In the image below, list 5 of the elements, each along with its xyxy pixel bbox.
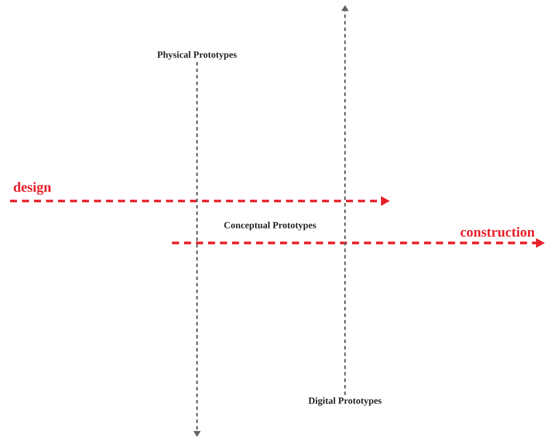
axis-label: Digital Prototypes — [308, 397, 382, 406]
region-label: Conceptual Prototypes — [222, 220, 318, 232]
direction-label: design — [14, 182, 52, 195]
axis-label: Physical Prototypes — [157, 51, 237, 60]
direction-label: construction — [460, 226, 535, 237]
